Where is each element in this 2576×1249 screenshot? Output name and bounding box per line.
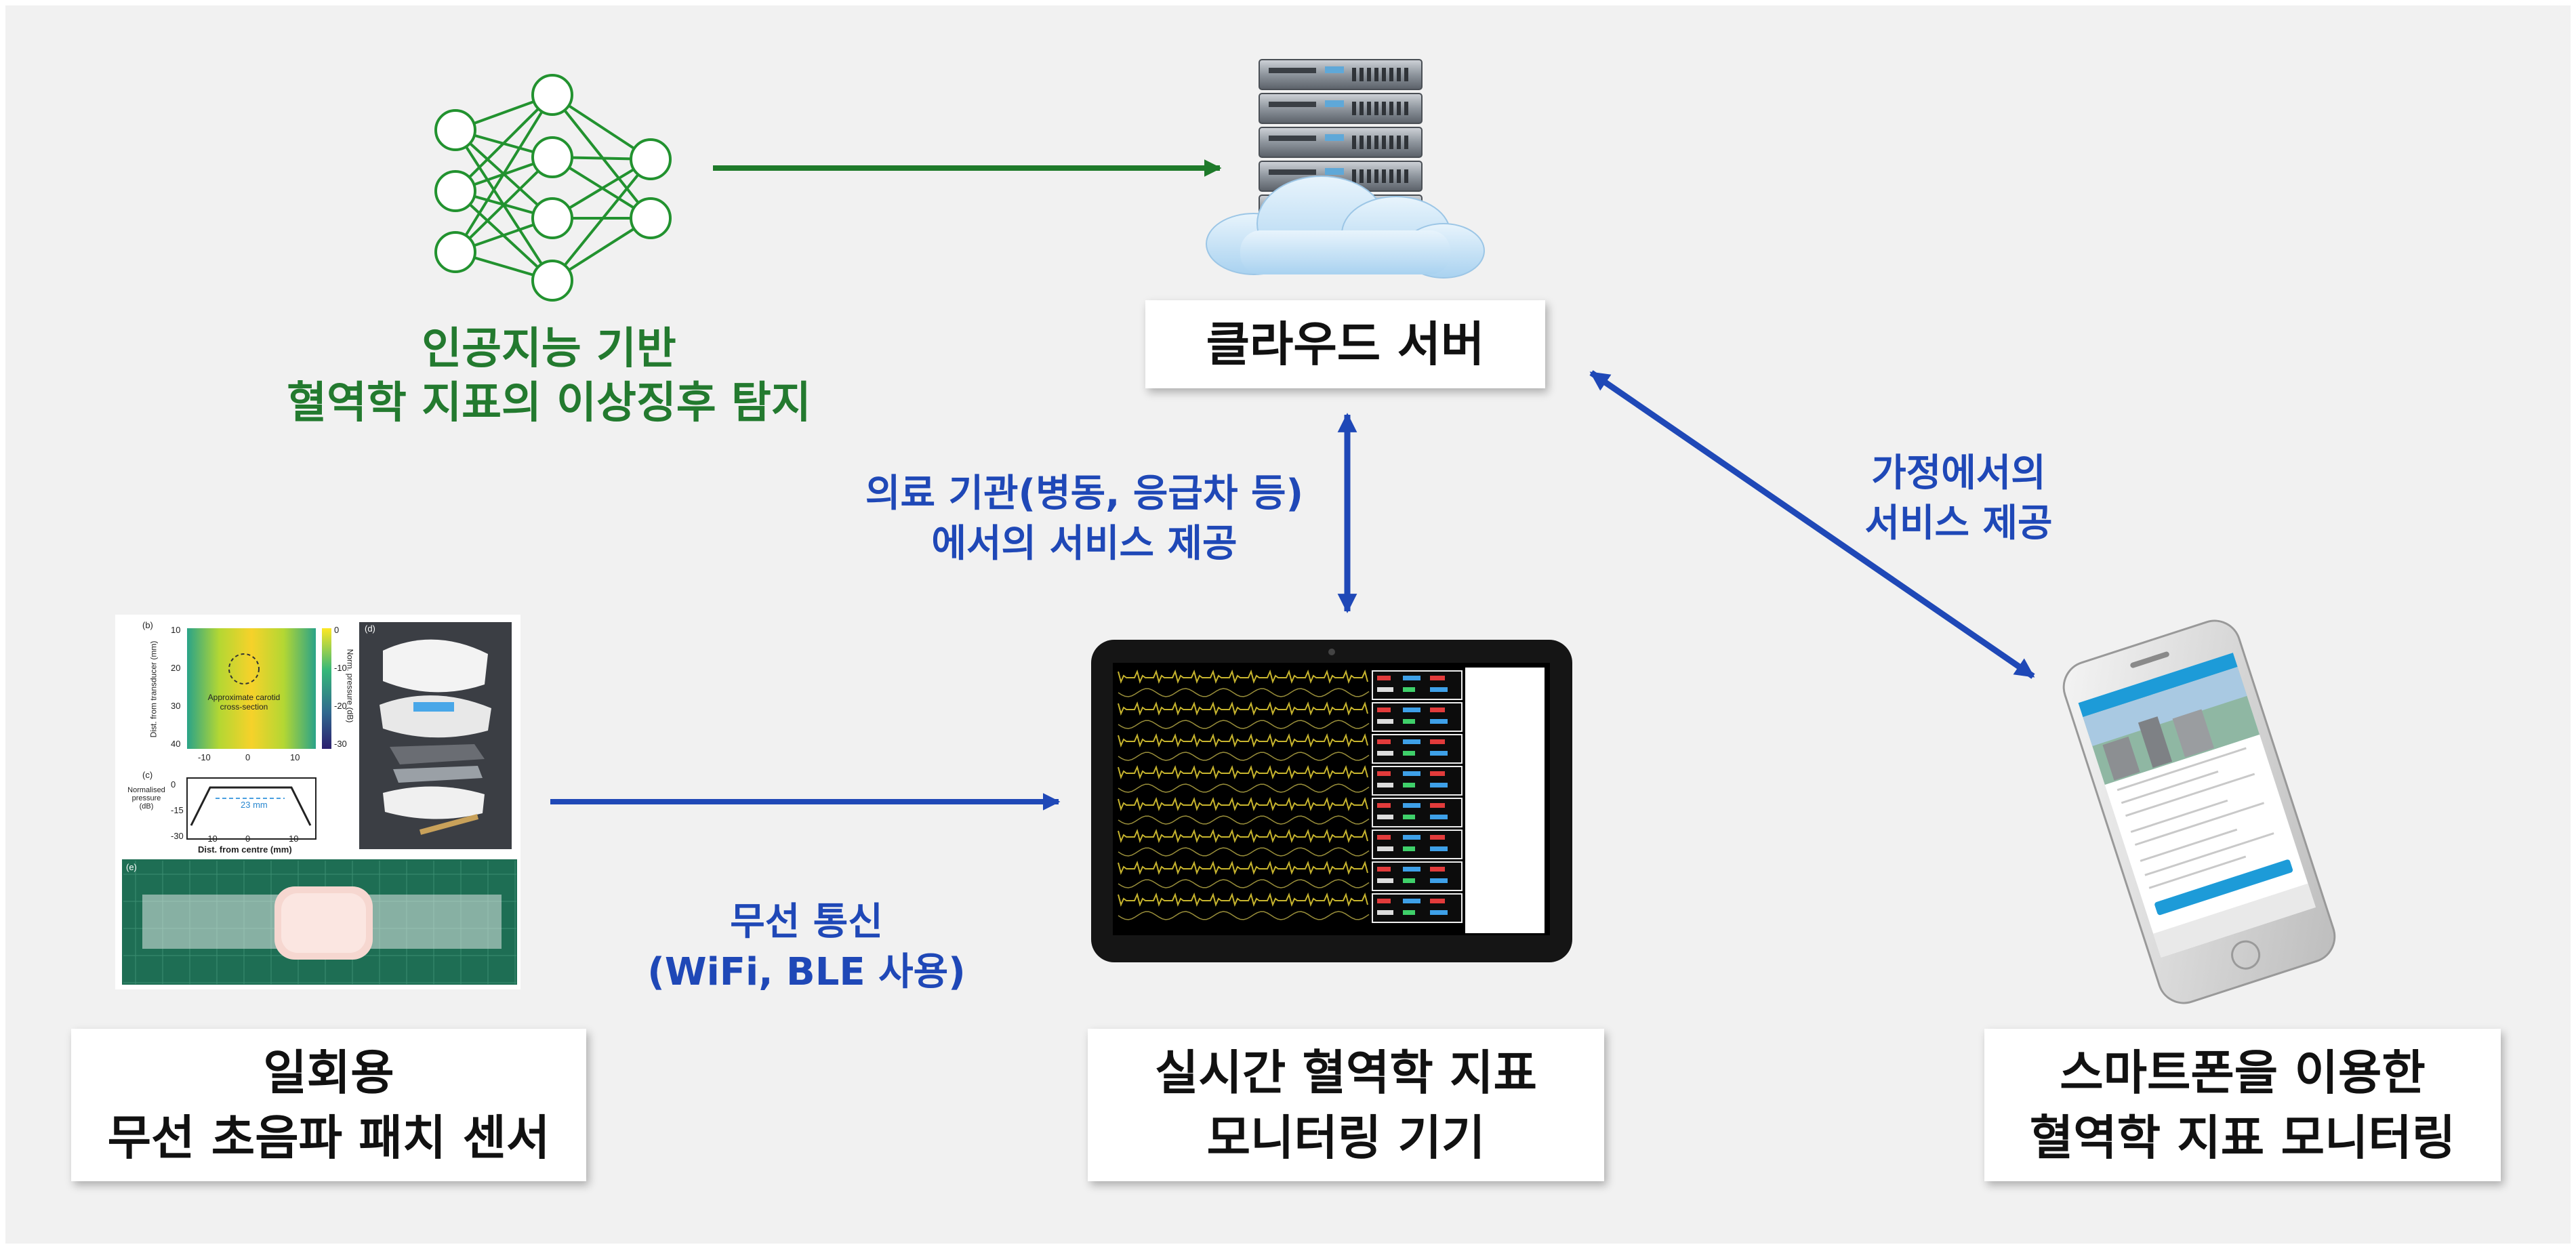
panel-d-tag: (d) [365, 623, 375, 634]
colorbar-tick: -20 [334, 701, 347, 711]
panel-c-ylabel: Normalised pressure (dB) [127, 786, 165, 811]
panel-c-annotation: 23 mm [241, 800, 268, 810]
panel-b-xtick: 0 [245, 752, 251, 762]
panel-b-ytick: 20 [171, 663, 181, 673]
smartphone-icon [2062, 619, 2336, 1004]
server-box-text: 클라우드 서버 [1206, 316, 1485, 372]
panel-b-ytick: 40 [171, 739, 181, 749]
panel-e-tag: (e) [126, 862, 137, 872]
panel-b-xtick: 10 [290, 752, 300, 762]
server-box: 클라우드 서버 [1145, 300, 1545, 388]
wireless-comm-label: 무선 통신 (WiFi, BLE 사용) [596, 895, 1017, 1000]
panel-b-ytick: 30 [171, 701, 181, 711]
panel-b-ytick: 10 [171, 625, 181, 635]
hospital-service-label: 의료 기관(병동, 응급차 등) 에서의 서비스 제공 [840, 466, 1328, 571]
panel-b-annotation: Approximate carotid cross-section [207, 693, 281, 712]
neural-network-icon [434, 74, 672, 302]
monitor-box: 실시간 혈역학 지표 모니터링 기기 [1088, 1029, 1604, 1181]
panel-c-xtick: -10 [205, 834, 218, 844]
home-label-line1: 가정에서의 [1871, 451, 2046, 495]
panel-c-ytick: 0 [171, 779, 176, 790]
panel-c-tag: (c) [142, 770, 153, 780]
panel-b-xtick: -10 [198, 752, 211, 762]
phone-box: 스마트폰을 이용한 혈역학 지표 모니터링 [1984, 1029, 2501, 1181]
panel-c-xtick: 0 [245, 834, 251, 844]
wireless-label-line1: 무선 통신 [730, 899, 883, 944]
panel-c-xtick: 10 [289, 834, 299, 844]
panel-b-tag: (b) [142, 620, 153, 630]
monitor-box-line1: 실시간 혈역학 지표 [1155, 1044, 1537, 1101]
colorbar-tick: 0 [334, 625, 340, 635]
wireless-label-line2: (WiFi, BLE 사용) [647, 949, 966, 994]
home-service-label: 가정에서의 서비스 제공 [1789, 446, 2128, 551]
ai-detection-label: 인공지능 기반 혈역학 지표의 이상징후 탐지 [285, 319, 813, 434]
sensor-box-line2: 무선 초음파 패치 센서 [107, 1109, 550, 1166]
patch-sensor-figure [115, 615, 520, 989]
sensor-box: 일회용 무선 초음파 패치 센서 [71, 1029, 586, 1181]
hospital-label-line2: 에서의 서비스 제공 [931, 521, 1238, 566]
panel-b-ylabel: Dist. from transducer (mm) [148, 640, 159, 738]
ai-label-line2: 혈역학 지표의 이상징후 탐지 [287, 378, 811, 428]
cloud-server-icon [1206, 59, 1485, 279]
phone-box-line2: 혈역학 지표 모니터링 [2029, 1109, 2456, 1166]
tablet-monitor-icon [1091, 640, 1572, 962]
home-label-line2: 서비스 제공 [1864, 501, 2053, 546]
ai-label-line1: 인공지능 기반 [422, 324, 676, 374]
colorbar-tick: -10 [334, 663, 347, 673]
sensor-box-line1: 일회용 [263, 1044, 394, 1101]
panel-c-xlabel: Dist. from centre (mm) [198, 844, 292, 855]
phone-box-line1: 스마트폰을 이용한 [2060, 1044, 2426, 1101]
panel-c-ytick: -15 [171, 805, 184, 815]
panel-b-colorbar-label: Norm. pressure (dB) [345, 649, 355, 723]
arrow-server-phone [1589, 370, 2035, 679]
hospital-label-line1: 의료 기관(병동, 응급차 등) [865, 471, 1304, 516]
monitor-box-line2: 모니터링 기기 [1206, 1109, 1486, 1166]
colorbar-tick: -30 [334, 739, 347, 749]
panel-c-ytick: -30 [171, 831, 184, 841]
